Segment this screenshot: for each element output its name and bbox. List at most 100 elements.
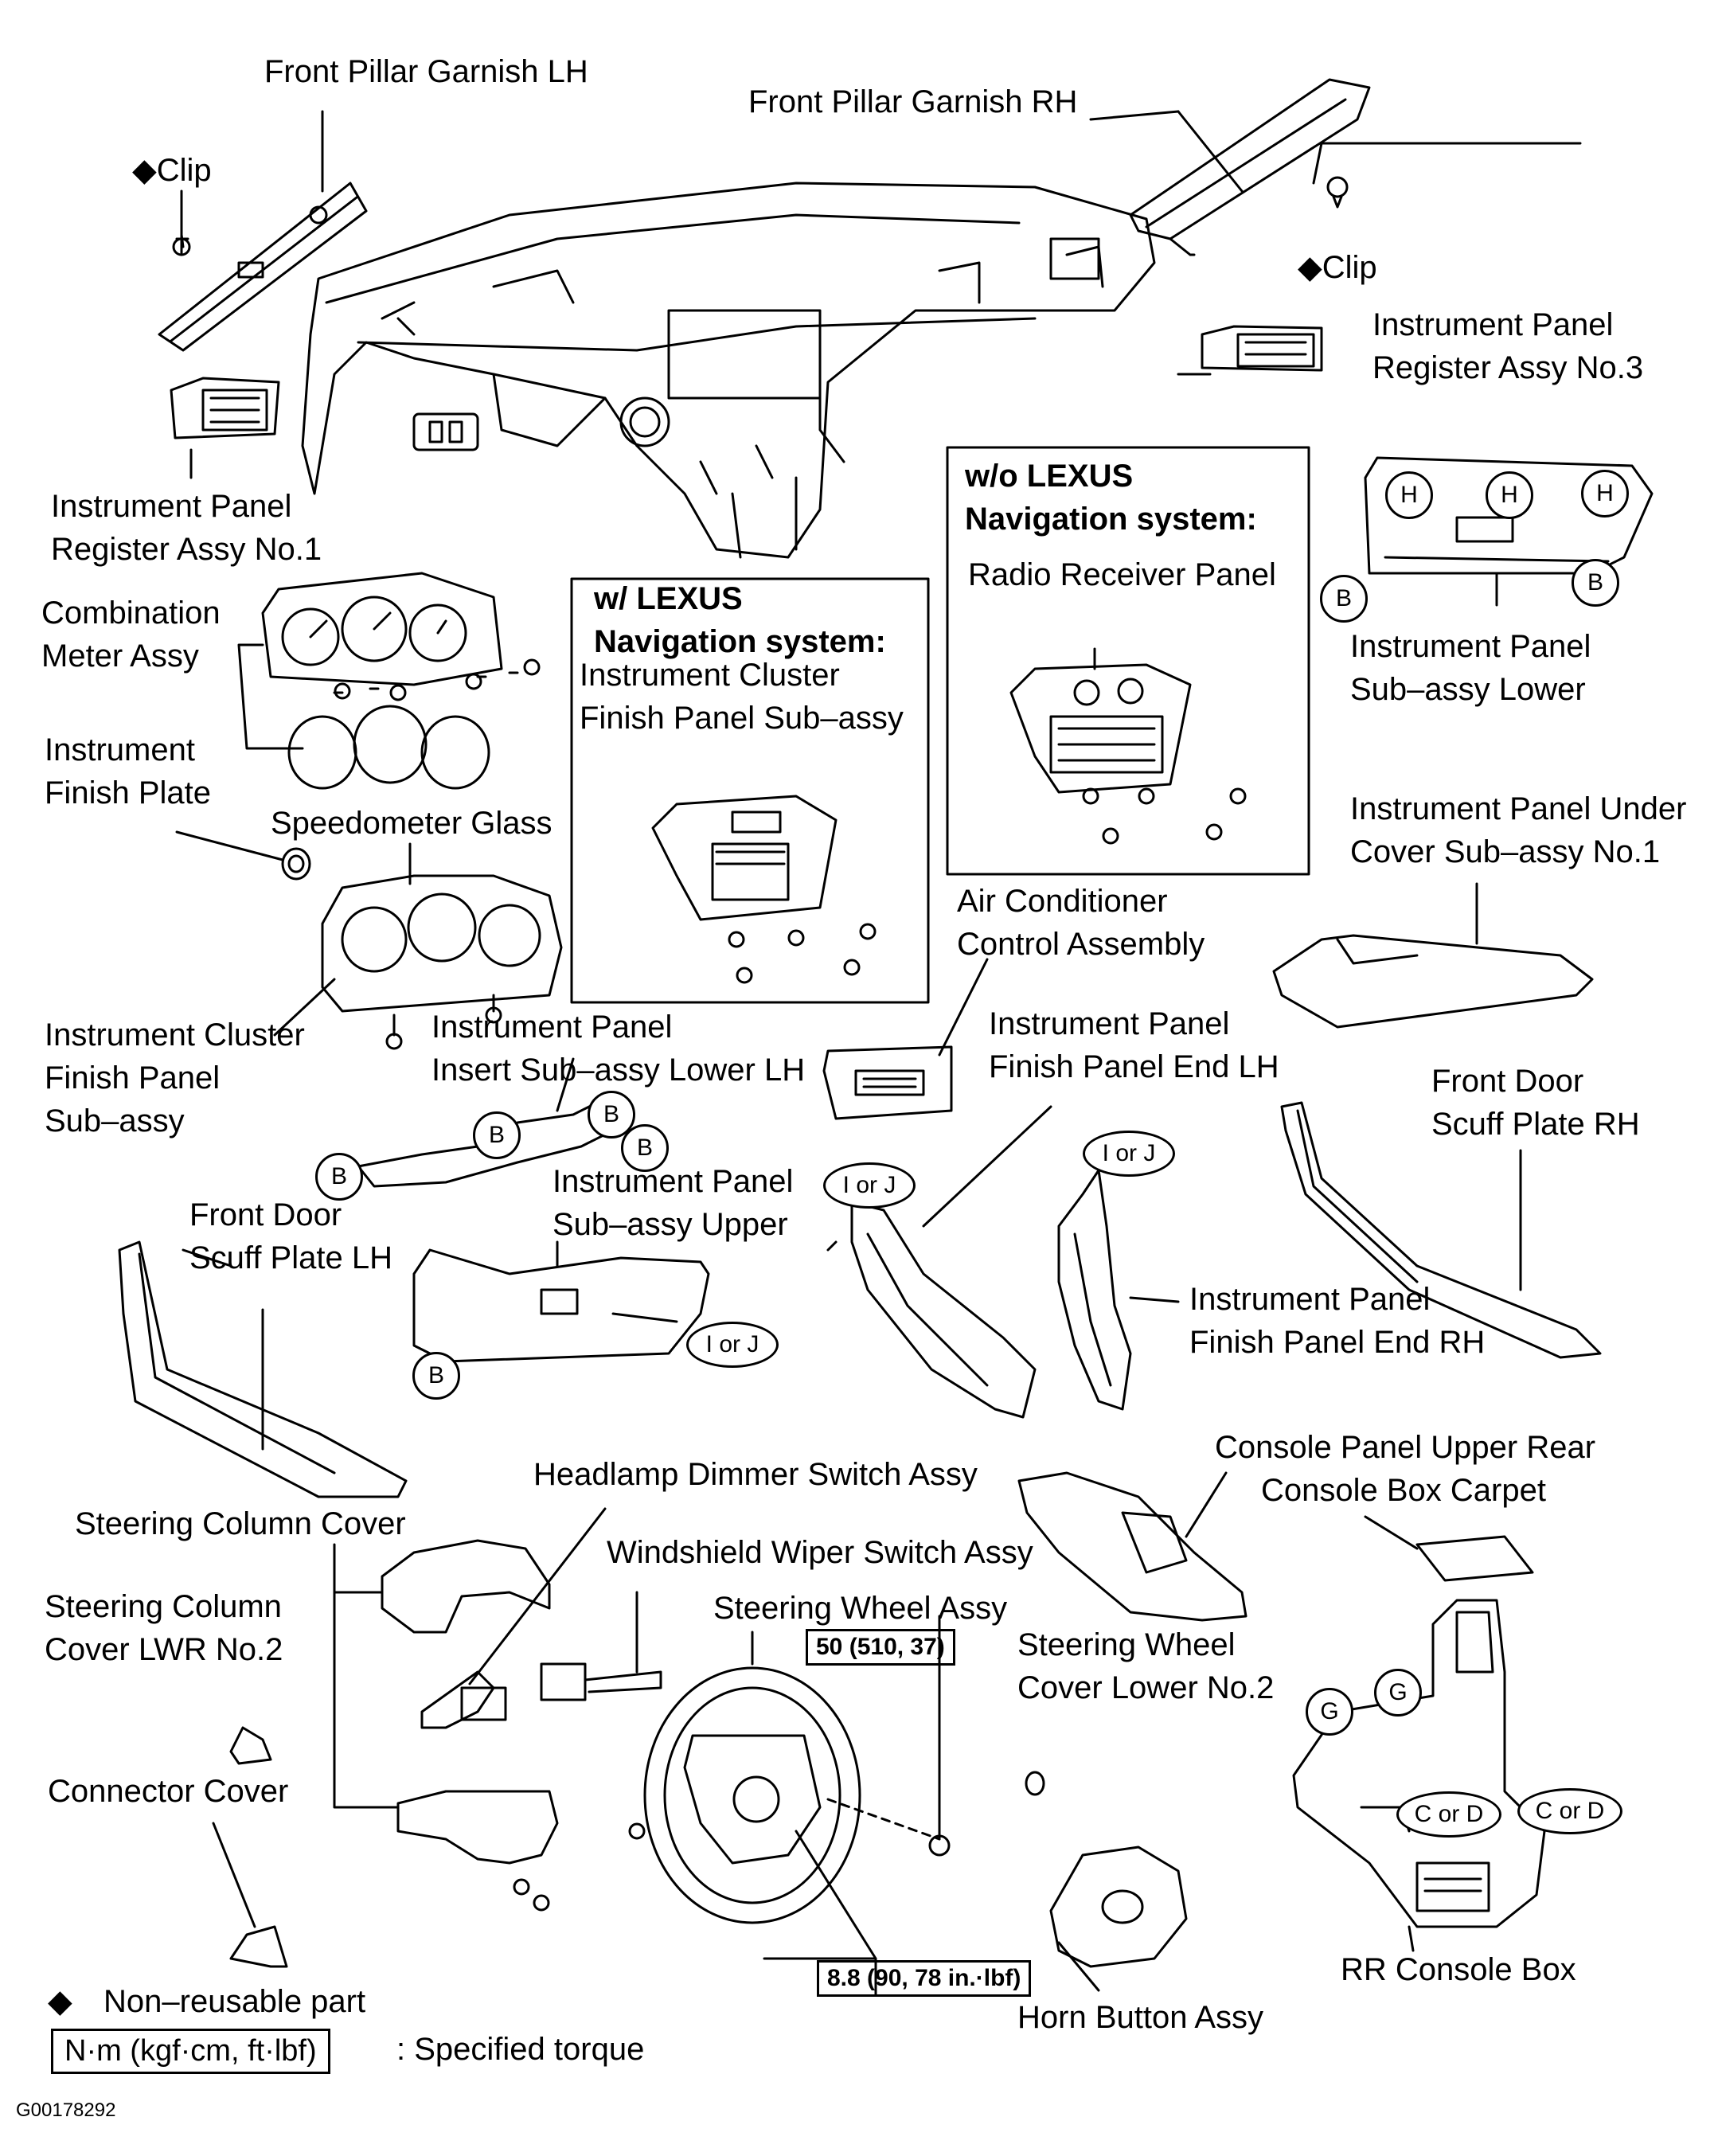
combination-switch-drawings — [420, 1507, 662, 1729]
sub-assy-lower-label-line2: Sub–assy Lower — [1350, 672, 1586, 707]
combination-meter-label-line1: Combination — [41, 596, 221, 631]
under-cover-label-line1: Instrument Panel Under — [1350, 791, 1687, 826]
callout-h-1: H — [1385, 471, 1433, 519]
front-door-scuff-lh-label-line2: Scuff Plate LH — [189, 1240, 392, 1275]
speedometer-glass-label: Speedometer Glass — [271, 806, 552, 841]
speedometer-glass-drawing — [287, 705, 490, 790]
steering-column-cover-label: Steering Column Cover — [75, 1506, 406, 1541]
front-pillar-garnish-rh-label: Front Pillar Garnish RH — [748, 84, 1078, 119]
cluster-finish-panel-label-line2: Finish Panel — [45, 1060, 221, 1096]
instrument-panel-sub-assy-upper-drawing — [412, 1240, 710, 1363]
horn-button-label: Horn Button Assy — [1017, 2000, 1264, 2035]
legend-specified-torque: : Specified torque — [396, 2032, 645, 2067]
callout-h-3: H — [1581, 470, 1629, 518]
console-box-carpet-drawing — [1364, 1515, 1534, 1582]
torque-wheel-nut: 50 (510, 37) — [806, 1629, 955, 1666]
connector-cover-drawing — [212, 1822, 288, 1968]
callout-c-or-d-2: C or D — [1517, 1788, 1622, 1834]
under-cover-label-line2: Cover Sub–assy No.1 — [1350, 834, 1661, 869]
register-no3-label-line1: Instrument Panel — [1372, 307, 1614, 342]
clip-left-label: ◆Clip — [132, 153, 212, 188]
register-no3-label-line2: Register Assy No.3 — [1372, 350, 1644, 385]
cluster-finish-panel-label-line1: Instrument Cluster — [45, 1017, 305, 1053]
headlamp-dimmer-label: Headlamp Dimmer Switch Assy — [533, 1457, 978, 1492]
front-door-scuff-rh-label-line2: Scuff Plate RH — [1431, 1107, 1640, 1142]
ac-control-drawing — [822, 958, 989, 1120]
callout-b-glovebox-right: B — [1572, 559, 1619, 607]
finish-panel-end-rh-drawing — [1057, 1169, 1180, 1411]
cluster-finish-panel-label-line3: Sub–assy — [45, 1103, 185, 1139]
with-nav-panel-drawing — [651, 795, 877, 984]
legend-non-reusable-symbol: ◆ — [48, 1984, 72, 2019]
insert-lower-lh-label-line2: Insert Sub–assy Lower LH — [431, 1053, 806, 1088]
front-pillar-garnish-rh-drawing — [1089, 78, 1371, 256]
callout-b-insert-4: B — [621, 1124, 669, 1172]
legend-non-reusable-text: Non–reusable part — [103, 1984, 366, 2019]
steering-column-lwr-no2-drawing — [229, 1726, 272, 1765]
callout-b-insert-3: B — [588, 1091, 635, 1139]
under-cover-drawing — [1272, 882, 1594, 1029]
callout-h-2: H — [1486, 471, 1533, 519]
callout-b-glovebox-left: B — [1320, 575, 1368, 623]
front-pillar-garnish-lh-label: Front Pillar Garnish LH — [264, 54, 588, 89]
front-pillar-garnish-lh-drawing — [158, 110, 368, 352]
callout-i-or-j-end-lh: I or J — [823, 1162, 916, 1209]
steering-column-cover-lower-drawing — [396, 1790, 646, 1912]
steering-wheel-assy-label: Steering Wheel Assy — [713, 1591, 1008, 1626]
wiper-switch-label: Windshield Wiper Switch Assy — [607, 1535, 1033, 1570]
finish-panel-end-lh-drawing — [826, 1105, 1052, 1419]
leader-lines — [182, 142, 1582, 1267]
front-door-scuff-plate-lh-drawing — [118, 1240, 408, 1498]
steering-column-lwr-label-line1: Steering Column — [45, 1589, 282, 1624]
front-door-scuff-rh-label-line1: Front Door — [1431, 1064, 1584, 1099]
air-conditioner-label-line2: Control Assembly — [957, 927, 1205, 962]
console-box-carpet-label: Console Box Carpet — [1261, 1473, 1546, 1508]
instrument-panel-sub-assy-lower-drawing — [1364, 456, 1654, 607]
register-no1-label-line1: Instrument Panel — [51, 489, 292, 524]
insert-lower-lh-label-line1: Instrument Panel — [431, 1010, 673, 1045]
steering-column-lwr-label-line2: Cover LWR No.2 — [45, 1632, 283, 1667]
callout-b-upper: B — [412, 1352, 460, 1400]
front-door-scuff-plate-rh-drawing — [1280, 1101, 1602, 1359]
finish-end-lh-label-line2: Finish Panel End LH — [989, 1049, 1279, 1084]
with-nav-part-line2: Finish Panel Sub–assy — [580, 701, 904, 736]
steering-wheel-cover-label-line1: Steering Wheel — [1017, 1627, 1236, 1662]
steering-column-cover-upper-drawing — [333, 1539, 551, 1809]
inset-box-frames — [570, 446, 1310, 1004]
with-nav-title-line2: Navigation system: — [594, 624, 886, 659]
legend-torque-unit-box: N·m (kgf·cm, ft·lbf) — [51, 2029, 330, 2074]
combination-meter-drawing — [237, 572, 541, 750]
register-drawings — [170, 325, 1323, 439]
steering-wheel-drawing — [643, 1615, 951, 1996]
sub-assy-upper-label-line2: Sub–assy Upper — [552, 1207, 788, 1242]
air-conditioner-label-line1: Air Conditioner — [957, 884, 1168, 919]
finish-end-rh-label-line1: Instrument Panel — [1189, 1282, 1431, 1317]
register-no1-label-line2: Register Assy No.1 — [51, 532, 322, 567]
callout-c-or-d-1: C or D — [1396, 1791, 1501, 1838]
finish-plate-label-line1: Instrument — [45, 732, 195, 767]
with-nav-part-line1: Instrument Cluster — [580, 658, 840, 693]
callout-g-2: G — [1374, 1669, 1422, 1717]
finish-end-rh-label-line2: Finish Panel End RH — [1189, 1325, 1486, 1360]
front-door-scuff-lh-label-line1: Front Door — [189, 1197, 342, 1232]
finish-plate-label-line2: Finish Plate — [45, 775, 211, 810]
rr-console-box-label: RR Console Box — [1341, 1952, 1576, 1987]
instrument-panel-drawing — [301, 182, 1156, 559]
callout-b-insert-2: B — [473, 1111, 521, 1159]
callout-i-or-j-end-rh: I or J — [1083, 1131, 1175, 1177]
console-panel-upper-rear-drawing — [1017, 1471, 1248, 1622]
sub-assy-upper-label-line1: Instrument Panel — [552, 1164, 794, 1199]
without-nav-panel-drawing — [1009, 647, 1247, 845]
without-nav-title-line1: w/o LEXUS — [965, 459, 1134, 494]
instrument-finish-plate-drawing — [175, 830, 311, 881]
torque-column: 8.8 (90, 78 in.·lbf) — [817, 1960, 1032, 1997]
figure-id: G00178292 — [16, 2099, 116, 2121]
clip-right-label: ◆Clip — [1298, 250, 1377, 285]
with-nav-title-line1: w/ LEXUS — [594, 581, 743, 616]
callout-i-or-j-upper: I or J — [686, 1322, 779, 1368]
without-nav-part-label: Radio Receiver Panel — [968, 557, 1276, 592]
combination-meter-label-line2: Meter Assy — [41, 639, 199, 674]
without-nav-title-line2: Navigation system: — [965, 502, 1257, 537]
